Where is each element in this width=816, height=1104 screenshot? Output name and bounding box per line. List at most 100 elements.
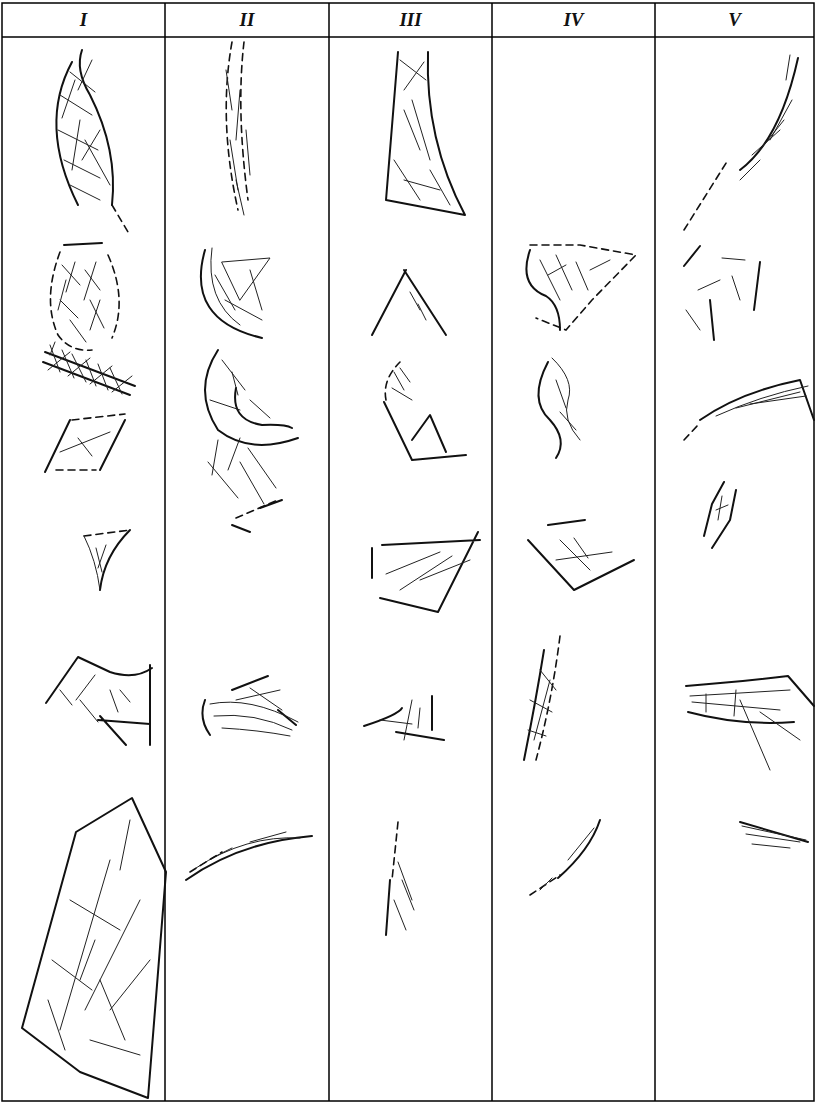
fracture-sketch [686,676,814,770]
fracture-sketch [740,822,808,848]
fracture-sketch [208,438,282,532]
fracture-stroke [392,368,412,400]
fracture-stroke [186,836,312,880]
fracture-sketch [84,530,130,590]
fracture-sketch [226,42,250,215]
column-heading: III [329,6,492,34]
fracture-sketch [684,246,760,340]
fracture-sketch [524,636,560,760]
fracture-stroke [100,530,130,590]
fracture-stroke [742,826,806,848]
fracture-stroke [241,42,248,200]
fracture-stroke [235,388,292,428]
table-grid [2,3,814,1101]
fracture-stroke [394,60,450,205]
fracture-stroke [72,414,125,420]
fracture-stroke [540,255,610,300]
fracture-stroke [190,852,222,872]
fracture-stroke [740,822,808,842]
fracture-sketch [186,832,312,880]
fracture-stroke [536,636,560,760]
fracture-sketch [526,245,636,330]
fracture-stroke [60,675,130,722]
fracture-stroke [538,362,560,458]
fracture-sketch [205,350,298,445]
fracture-stroke [700,380,814,420]
fracture-stroke [201,250,262,338]
fracture-sketch [56,50,128,232]
column-heading: II [165,6,329,34]
fracture-stroke [112,205,128,232]
column-heading: IV [492,6,655,34]
fracture-stroke [108,255,119,338]
fracture-stroke [84,536,106,590]
fracture-sketch [45,414,125,472]
column-rule [165,3,655,1101]
fracture-stroke [226,70,250,215]
fracture-stroke [208,438,276,504]
fracture-stroke [60,432,110,456]
fracture-stroke [394,862,414,930]
fracture-sketch [684,55,798,230]
fracture-stroke [686,258,745,330]
fracture-sketch [46,657,152,745]
fracture-sketch [202,676,298,736]
fracture-sketch [384,362,466,460]
fracture-stroke [56,469,96,471]
fracture-stroke [64,243,102,245]
fracture-stroke [540,828,594,890]
fracture-stroke [58,60,110,200]
fracture-stroke [46,657,152,703]
fracture-stroke [196,832,300,868]
fracture-stroke [372,270,446,335]
fracture-stroke [704,482,736,548]
fracture-stroke [50,252,92,350]
fracture-stroke [385,362,400,400]
fracture-sketch [704,482,736,548]
fracture-stroke [386,552,470,590]
fracture-sketch [372,532,480,612]
fracture-sketch [201,248,270,338]
table-border [2,3,814,1101]
fracture-stroke [48,820,150,1055]
header-row: IIIIIIIVV [0,0,816,40]
fracture-stroke [236,500,278,518]
fracture-stroke [684,246,760,340]
fracture-stroke [528,670,556,740]
fracture-sketch [50,243,119,350]
fracture-sketch [528,520,634,590]
fracture-stroke [380,700,420,740]
fracture-stroke [386,880,390,935]
fracture-stroke [386,52,465,215]
fracture-stroke [372,532,480,612]
fracture-stroke [226,42,238,210]
fracture-stroke [100,420,125,470]
fracture-stroke [210,688,298,736]
fracture-stroke [56,62,78,205]
fracture-stroke [740,55,792,180]
fracture-stroke [740,58,798,170]
fracture-sketch [538,358,580,458]
header-rule [2,36,814,38]
fracture-stroke [84,530,130,536]
fracture-stroke [364,696,444,740]
fracture-stroke [202,676,296,735]
fracture-stroke [58,262,104,342]
fracture-stroke [392,822,398,880]
fracture-sketch [364,696,444,740]
fracture-sketch [530,820,600,895]
fracture-stroke [690,690,800,770]
fracture-stroke [552,358,580,440]
fracture-stroke [205,350,298,445]
column-heading: I [2,6,165,34]
column-heading: V [655,6,814,34]
fracture-stroke [211,248,270,325]
fracture-sketch [43,342,135,395]
fracture-sketch [386,52,465,215]
fracture-sketch [386,822,414,935]
fracture-sketch [372,270,446,335]
fracture-stroke [384,402,466,460]
fracture-stroke [530,245,636,330]
fracture-sketch [684,380,814,440]
fracture-stroke [556,538,612,570]
